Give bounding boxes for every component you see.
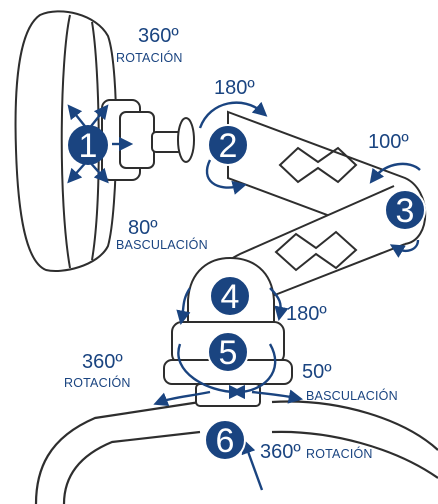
j2-degrees: 180º <box>214 77 255 99</box>
j6-rotation-label: ROTACIÓN <box>306 446 373 461</box>
ball-connector <box>151 117 195 163</box>
svg-text:6: 6 <box>216 422 235 460</box>
j1-tilt-label: BASCULACIÓN <box>116 237 208 252</box>
svg-text:5: 5 <box>219 334 238 372</box>
arm-x-emblem-upper <box>278 146 358 184</box>
device-body <box>14 10 155 272</box>
joint-5-badge: 5 <box>207 331 249 373</box>
j5-rotation-degrees: 360º <box>82 351 123 373</box>
joint-2-badge: 2 <box>207 124 249 166</box>
arm-x-emblem-lower <box>274 230 358 272</box>
joint-4-badge: 4 <box>209 275 251 317</box>
j4-degrees: 180º <box>286 303 327 325</box>
joint-6-badge: 6 <box>204 419 246 461</box>
svg-text:3: 3 <box>396 192 415 230</box>
j1-tilt-degrees: 80º <box>128 217 158 239</box>
svg-text:4: 4 <box>221 278 240 316</box>
svg-text:2: 2 <box>219 127 238 165</box>
joint-3-badge: 3 <box>384 189 426 231</box>
j1-rotation-degrees: 360º <box>138 25 179 47</box>
j3-degrees: 100º <box>368 131 409 153</box>
j6-rotation-degrees: 360º <box>260 441 301 463</box>
j5-tilt-label: BASCULACIÓN <box>306 388 398 403</box>
j5-rotation-label: ROTACIÓN <box>64 375 131 390</box>
joint-1-badge: 1 <box>68 125 108 165</box>
j5-tilt-degrees: 50º <box>302 361 332 383</box>
svg-text:1: 1 <box>79 127 98 165</box>
j1-rotation-label: ROTACIÓN <box>116 50 183 65</box>
